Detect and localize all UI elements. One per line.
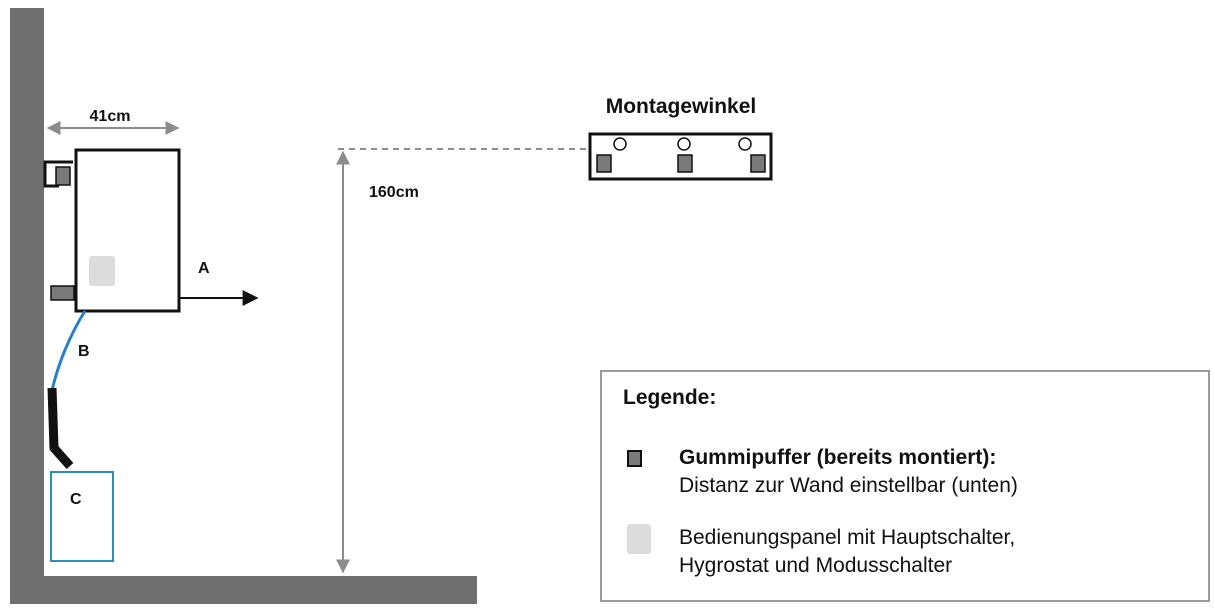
upper-rubber-buffer-icon [55,166,71,186]
hose-end [47,387,74,469]
water-tank [50,471,114,562]
legend-title: Legende: [623,386,717,409]
label-a: A [198,260,210,277]
legend-item-title: Gummipuffer (bereits montiert): [679,446,997,469]
drain-hose [50,310,87,391]
legend-box: Legende: Gummipuffer (bereits montiert):… [600,370,1210,602]
bracket-title: Montagewinkel [606,95,757,118]
legend-item-text: Gummipuffer (bereits montiert): Distanz … [679,444,1018,500]
lower-rubber-buffer-icon [50,285,75,301]
label-b: B [78,343,90,360]
bracket-rubber-buffer-icon [596,154,612,173]
legend-item-line: Bedienungspanel mit Hauptschalter, [679,526,1016,549]
label-c: C [70,491,82,508]
legend-item-line: Hygrostat und Modusschalter [679,554,953,577]
height-label: 160cm [369,184,419,201]
wall [10,8,44,604]
device-box [74,148,181,313]
wall-hook [43,160,73,188]
rubber-buffer-icon [627,450,642,467]
legend-item-text: Bedienungspanel mit Hauptschalter, Hygro… [679,524,1015,580]
bracket-rubber-buffer-icon [750,154,766,173]
bracket-hole-icon [738,137,752,151]
width-label: 41cm [90,108,131,125]
floor [10,576,477,604]
bracket-rubber-buffer-icon [677,154,693,173]
bracket-hole-icon [677,137,691,151]
control-panel-icon [627,524,651,554]
control-panel-icon [89,256,115,286]
bracket-hole-icon [613,137,627,151]
legend-item-line: Distanz zur Wand einstellbar (unten) [679,474,1018,497]
